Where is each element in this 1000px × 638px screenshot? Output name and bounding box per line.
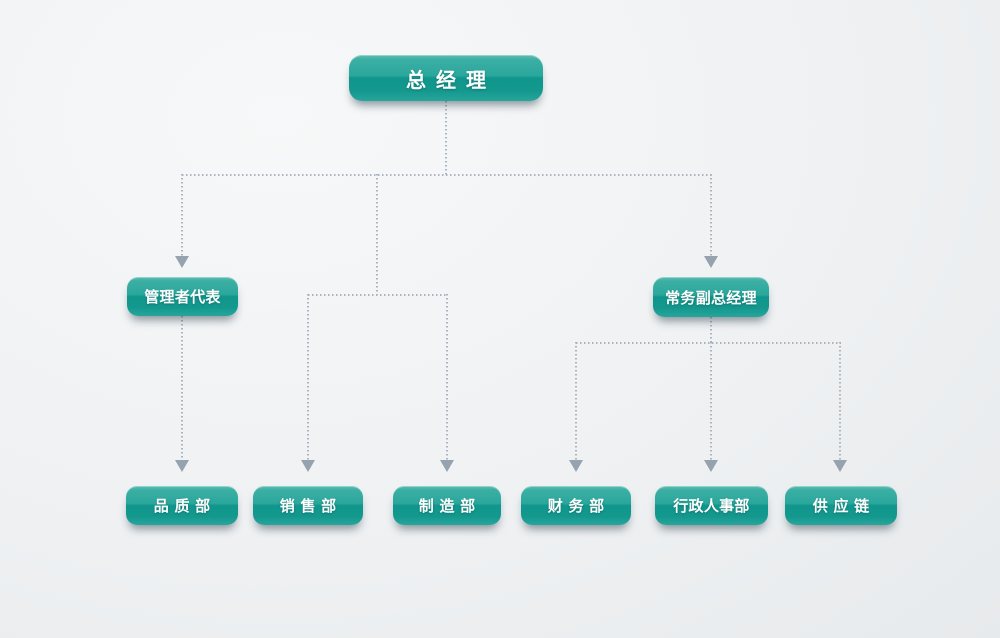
arrowhead-to-sales: [301, 460, 315, 472]
org-node-executive-deputy-general-manager[interactable]: 常务副总经理: [653, 277, 769, 317]
arrowhead-to-quality: [175, 460, 189, 472]
org-node-management-representative[interactable]: 管理者代表: [127, 277, 238, 316]
connector-mid-drop: [376, 174, 378, 295]
org-node-finance-dept-label: 财务部: [547, 497, 610, 515]
connector-drop-quality: [181, 316, 183, 460]
org-node-sales-dept-label: 销售部: [279, 497, 342, 515]
connector-drop-deputy-gm: [710, 174, 712, 256]
arrowhead-to-supply-chain: [833, 460, 847, 472]
connector-mid-rail: [308, 294, 447, 296]
org-node-admin-hr-dept[interactable]: 行政人事部: [655, 486, 768, 525]
org-node-management-representative-label: 管理者代表: [144, 288, 221, 306]
arrowhead-to-management-representative: [175, 256, 189, 268]
org-node-manufacturing-dept[interactable]: 制造部: [393, 486, 501, 525]
org-node-quality-dept-label: 品质部: [153, 497, 216, 515]
arrowhead-to-deputy-gm: [704, 256, 718, 268]
org-node-manufacturing-dept-label: 制造部: [418, 497, 481, 515]
arrowhead-to-admin-hr: [704, 460, 718, 472]
connector-deputy-stem: [710, 317, 712, 343]
org-node-sales-dept[interactable]: 销售部: [253, 486, 363, 525]
org-node-admin-hr-dept-label: 行政人事部: [673, 497, 750, 515]
org-node-executive-deputy-general-manager-label: 常务副总经理: [665, 288, 757, 307]
arrowhead-to-finance: [569, 460, 583, 472]
connector-root-stem: [445, 101, 447, 175]
org-node-supply-chain[interactable]: 供应链: [785, 486, 897, 525]
connector-drop-finance: [575, 342, 577, 460]
org-node-supply-chain-label: 供应链: [812, 497, 875, 515]
connector-drop-supply-chain: [839, 342, 841, 460]
org-node-finance-dept[interactable]: 财务部: [521, 486, 631, 525]
connector-root-rail: [182, 174, 712, 176]
connector-deputy-rail: [576, 342, 841, 344]
connector-drop-manufacturing: [446, 294, 448, 460]
org-node-quality-dept[interactable]: 品质部: [126, 486, 238, 525]
org-node-general-manager-label: 总经理: [406, 67, 496, 92]
org-node-general-manager[interactable]: 总经理: [349, 55, 543, 101]
arrowhead-to-manufacturing: [440, 460, 454, 472]
connector-drop-sales: [307, 294, 309, 460]
connector-drop-management-representative: [181, 174, 183, 256]
connector-drop-admin-hr: [710, 342, 712, 460]
